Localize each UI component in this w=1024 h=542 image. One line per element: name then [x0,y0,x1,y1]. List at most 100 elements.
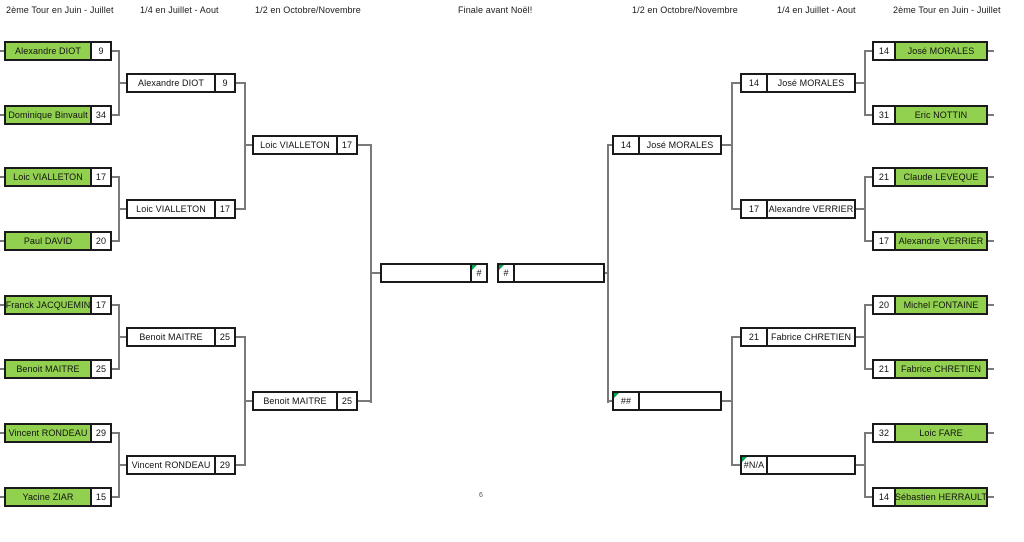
connector-line [120,208,126,210]
connector-line [864,304,866,370]
connector-line [609,400,612,402]
connector-line [120,82,126,84]
connector-line [856,336,864,338]
player-score: 20 [90,233,110,249]
player-score: 14 [742,75,768,91]
connector-line [118,432,120,498]
player-score: 17 [90,297,110,313]
player-score: 14 [874,489,896,505]
player-name: Eric NOTTIN [896,107,986,123]
player-name: Benoit MAITRE [263,396,327,406]
player-score: ## [614,393,640,409]
player-score: 20 [874,297,896,313]
player-score: 25 [214,329,234,345]
player-score: 25 [336,393,356,409]
player-name: Sébastien HERRAULT [896,489,986,505]
player-score: 14 [614,137,640,153]
connector-line [0,496,4,498]
connector-line [120,336,126,338]
player-box-right-sf-2: ## [612,391,722,411]
connector-line [112,240,118,242]
connector-line [733,336,740,338]
header-right-semi: 1/2 en Octobre/Novembre [632,5,738,15]
player-name: Claude LEVEQUE [896,169,986,185]
connector-line [236,82,244,84]
player-name: Loic VIALLETON [6,169,90,185]
connector-line [866,240,872,242]
connector-line [118,304,120,370]
connector-line [0,176,4,178]
header-final: Finale avant Noël! [458,5,533,15]
page-number: 6 [479,492,483,499]
player-score: 25 [90,361,110,377]
player-name: José MORALES [896,43,986,59]
player-score: # [499,265,515,281]
player-name [768,457,854,473]
player-name: Benoit MAITRE [6,361,90,377]
player-name: Fabrice CHRETIEN [770,332,852,342]
connector-line [866,176,872,178]
connector-line [0,50,4,52]
connector-line [988,304,994,306]
player-name: Alexandre VERRIER [896,233,986,249]
player-score: 9 [90,43,110,59]
player-name: Franck JACQUEMIN [6,297,90,313]
player-score: 15 [90,489,110,505]
connector-line [244,336,246,466]
player-score: # [470,265,486,281]
player-score: 29 [90,425,110,441]
header-left-round2: 2ème Tour en Juin - Juillet [6,5,114,15]
connector-line [731,336,733,466]
connector-line [120,464,126,466]
connector-line [358,144,370,146]
player-score: 34 [90,107,110,123]
player-box-right-qf-4: #N/A [740,455,856,475]
connector-line [246,400,252,402]
connector-line [112,50,118,52]
connector-line [607,144,609,403]
connector-line [988,240,994,242]
connector-line [112,496,118,498]
connector-line [118,176,120,242]
connector-line [244,82,246,210]
player-score: 21 [874,361,896,377]
connector-line [722,144,731,146]
connector-line [856,464,864,466]
player-score: 21 [874,169,896,185]
connector-line [236,336,244,338]
header-right-round2: 2ème Tour en Juin - Juillet [893,5,1001,15]
player-name: Alexandre DIOT [138,78,204,88]
connector-line [0,304,4,306]
connector-line [856,208,864,210]
connector-line [112,368,118,370]
connector-line [0,368,4,370]
player-score: #N/A [742,457,768,473]
player-score: 32 [874,425,896,441]
player-name [640,393,720,409]
player-name: Loic FARE [896,425,986,441]
connector-line [988,114,994,116]
error-flag-triangle [614,393,619,398]
player-name [382,265,470,281]
finalist-box-left: # [380,263,488,283]
connector-line [733,208,740,210]
player-box-left-sf-2: Benoit MAITRE 25 [252,391,358,411]
connector-line [112,114,118,116]
player-score: 17 [742,201,768,217]
connector-line [856,82,864,84]
